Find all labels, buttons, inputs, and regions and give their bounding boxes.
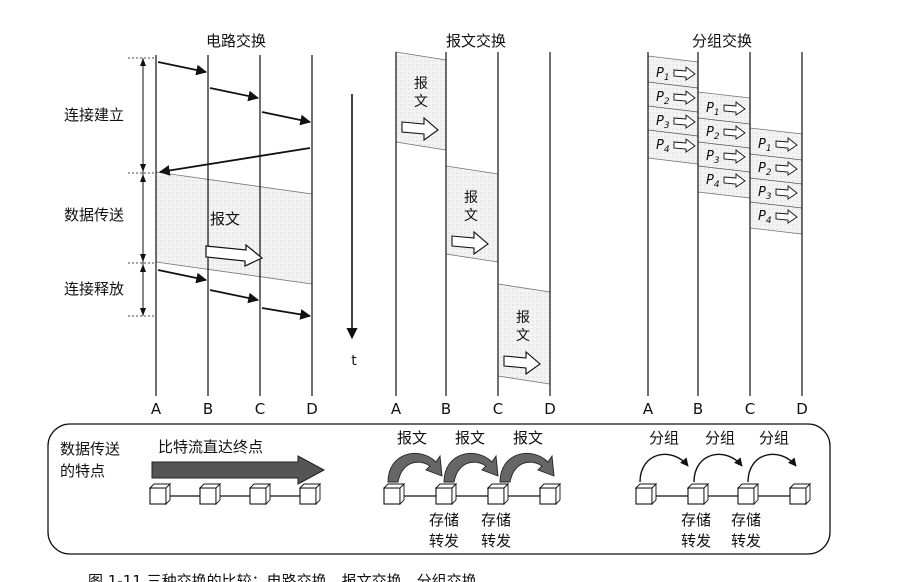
circuit-switching-title: 电路交换 — [206, 32, 266, 50]
packet-store-b-line2: 转发 — [681, 532, 711, 550]
message-hop3-label-1: 报 — [516, 310, 530, 326]
circuit-node-d-label: D — [306, 400, 318, 418]
packet-switching-title: 分组交换 — [692, 32, 752, 50]
packet-hop-label-1: 分组 — [649, 429, 679, 447]
setup-arrow-bc — [209, 87, 260, 102]
packet-node-boxes — [634, 482, 812, 506]
setup-arrow-cd — [261, 111, 312, 126]
packet-hop-arcs — [639, 453, 797, 483]
message-switching-title: 报文交换 — [446, 32, 506, 50]
packet-node-d-label: D — [796, 400, 808, 418]
packet-hop-label-2: 分组 — [705, 429, 735, 447]
message-hop-label-1: 报文 — [397, 429, 427, 447]
message-hop1-label-1: 报 — [414, 76, 428, 92]
packet-store-c-line2: 转发 — [731, 532, 761, 550]
message-store-b-line2: 转发 — [429, 532, 459, 550]
message-hop1-hollow-arrow — [401, 116, 439, 142]
message-hop3-label-2: 文 — [516, 328, 530, 344]
setup-arrow-ab — [157, 61, 208, 76]
release-arrow-bc — [209, 289, 260, 304]
packet-node-b-label: B — [693, 400, 703, 418]
message-store-c-line2: 转发 — [481, 532, 511, 550]
message-hop3-hollow-arrow — [503, 350, 541, 376]
message-hop2-label-1: 报 — [464, 190, 478, 206]
packet-hop-label-3: 分组 — [759, 429, 789, 447]
release-arrow-cd — [261, 307, 312, 320]
bitstream-label: 比特流直达终点 — [158, 438, 263, 456]
data-transfer-band — [155, 171, 313, 285]
message-node-b-label: B — [441, 400, 451, 418]
circuit-node-boxes — [148, 482, 322, 506]
circuit-message-hollow-arrow — [205, 243, 264, 267]
message-hop1-label-2: 文 — [414, 94, 428, 110]
time-axis-label: t — [351, 353, 357, 369]
message-hop-label-2: 报文 — [455, 429, 485, 447]
packet-label-p2-hop3: P2 — [758, 161, 798, 178]
message-switching-panel: 报 文 报 文 报 文 A B C D — [391, 51, 556, 418]
characteristics-box: 数据传送 的特点 比特流直达终点 报文 报文 报文 存储 转发 存储 — [47, 423, 831, 555]
message-node-c-label: C — [493, 400, 503, 418]
release-arrow-ab — [157, 269, 208, 284]
circuit-switching-panel: 报文 连接建立 数据传送 连接释放 A B C D — [64, 55, 318, 418]
message-node-a-label: A — [391, 400, 402, 418]
circuit-node-b-label: B — [203, 400, 213, 418]
message-store-c-line1: 存储 — [481, 511, 511, 529]
message-store-b-line1: 存储 — [429, 511, 459, 529]
packet-label-p3-hop2: P3 — [706, 149, 746, 166]
phase-label-release: 连接释放 — [64, 280, 124, 298]
circuit-node-c-label: C — [255, 400, 265, 418]
message-hop-label-3: 报文 — [513, 429, 543, 447]
packet-store-c-line1: 存储 — [731, 511, 761, 529]
characteristics-heading-line2: 的特点 — [60, 462, 105, 480]
circuit-node-a-label: A — [151, 400, 162, 418]
message-node-boxes — [382, 482, 562, 506]
setup-ack-arrow — [158, 147, 311, 176]
message-hop2-label-2: 文 — [464, 208, 478, 224]
characteristics-heading-line1: 数据传送 — [60, 440, 120, 458]
figure-caption: 图 1-11 三种交换的比较：电路交换、报文交换、分组交换 — [88, 572, 477, 582]
time-axis: t — [346, 94, 358, 369]
packet-node-c-label: C — [745, 400, 755, 418]
packet-switching-panel: P1 P2 P3 P4 P1 P2 P3 P4 — [643, 52, 808, 418]
message-hop-arcs — [387, 453, 555, 483]
message-hop2-hollow-arrow — [451, 230, 489, 256]
message-node-d-label: D — [544, 400, 556, 418]
packet-node-a-label: A — [643, 400, 654, 418]
phase-label-setup: 连接建立 — [64, 106, 124, 124]
phase-label-transfer: 数据传送 — [64, 206, 124, 224]
packet-store-b-line1: 存储 — [681, 511, 711, 529]
bitstream-arrow — [151, 455, 326, 485]
circuit-message-label: 报文 — [210, 210, 240, 228]
